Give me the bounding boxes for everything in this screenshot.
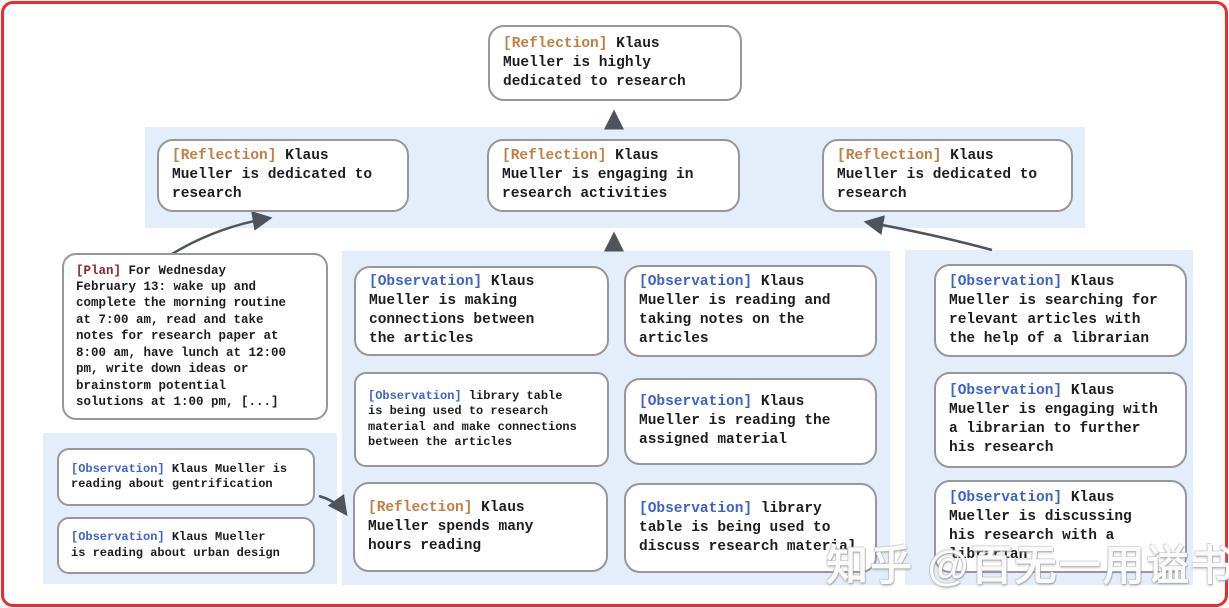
node-text: Klaus Mueller is reading and taking note… [639,274,831,347]
node-text: Klaus Mueller is reading about urban des… [71,530,280,560]
node-text: Klaus Mueller is discussing his research… [949,489,1132,563]
node-reflection-dedicated-1: [Reflection] Klaus Mueller is dedicated … [157,139,409,212]
node-text: Klaus Mueller is dedicated to research [172,148,373,202]
observation-tag: [Observation] [949,489,1063,506]
observation-tag: [Observation] [949,383,1063,399]
node-text: Klaus Mueller is reading about gentrific… [71,461,288,492]
node-text: Klaus Mueller is highly dedicated to res… [503,35,686,90]
reflection-tag: [Reflection] [503,35,608,52]
node-text: Klaus Mueller is dedicated to research [837,148,1038,202]
node-text: Klaus Mueller spends many hours reading [368,499,534,554]
node-text: library table is being used to research … [368,388,577,450]
node-top-reflection: [Reflection] Klaus Mueller is highly ded… [488,25,742,101]
node-obs-making-connections: [Observation] Klaus Mueller is making co… [354,266,609,356]
observation-tag: [Observation] [949,273,1063,290]
node-obs-urban-design: [Observation] Klaus Mueller is reading a… [57,517,315,574]
node-text: Klaus Mueller is engaging in research ac… [502,148,694,202]
reflection-tag: [Reflection] [368,499,473,516]
observation-tag: [Observation] [639,394,753,410]
node-obs-engaging-librarian: [Observation] Klaus Mueller is engaging … [934,372,1187,468]
node-text: For Wednesday February 13: wake up and c… [76,263,287,409]
node-obs-library-table-research: [Observation] library table is being use… [354,372,609,467]
node-text: Klaus Mueller is reading the assigned ma… [639,394,831,448]
reflection-tag: [Reflection] [502,148,607,164]
observation-tag: [Observation] [369,274,483,290]
observation-tag: [Observation] [71,461,165,476]
node-reflection-dedicated-2: [Reflection] Klaus Mueller is dedicated … [822,139,1073,212]
node-plan: [Plan] For Wednesday February 13: wake u… [62,253,328,420]
node-obs-searching-articles: [Observation] Klaus Mueller is searching… [934,264,1187,357]
observation-tag: [Observation] [368,388,462,403]
node-text: library table is being used to discuss r… [639,500,857,555]
observation-tag: [Observation] [639,500,753,517]
node-text: Klaus Mueller is making connections betw… [369,274,535,347]
reflection-tag: [Reflection] [837,148,942,164]
node-text: Klaus Mueller is engaging with a librari… [949,383,1158,456]
node-obs-gentrification: [Observation] Klaus Mueller is reading a… [57,448,315,506]
node-reflection-hours-reading: [Reflection] Klaus Mueller spends many h… [353,482,608,572]
node-text: Klaus Mueller is searching for relevant … [949,273,1158,347]
observation-tag: [Observation] [71,530,165,544]
plan-tag: [Plan] [76,263,122,278]
node-obs-library-table-discuss: [Observation] library table is being use… [624,483,877,573]
node-reflection-engaging: [Reflection] Klaus Mueller is engaging i… [487,139,740,212]
node-obs-discussing-librarian: [Observation] Klaus Mueller is discussin… [934,480,1187,573]
observation-tag: [Observation] [639,274,753,290]
node-obs-reading-taking-notes: [Observation] Klaus Mueller is reading a… [624,265,877,357]
node-obs-reading-assigned: [Observation] Klaus Mueller is reading t… [624,378,877,465]
reflection-tag: [Reflection] [172,148,277,164]
